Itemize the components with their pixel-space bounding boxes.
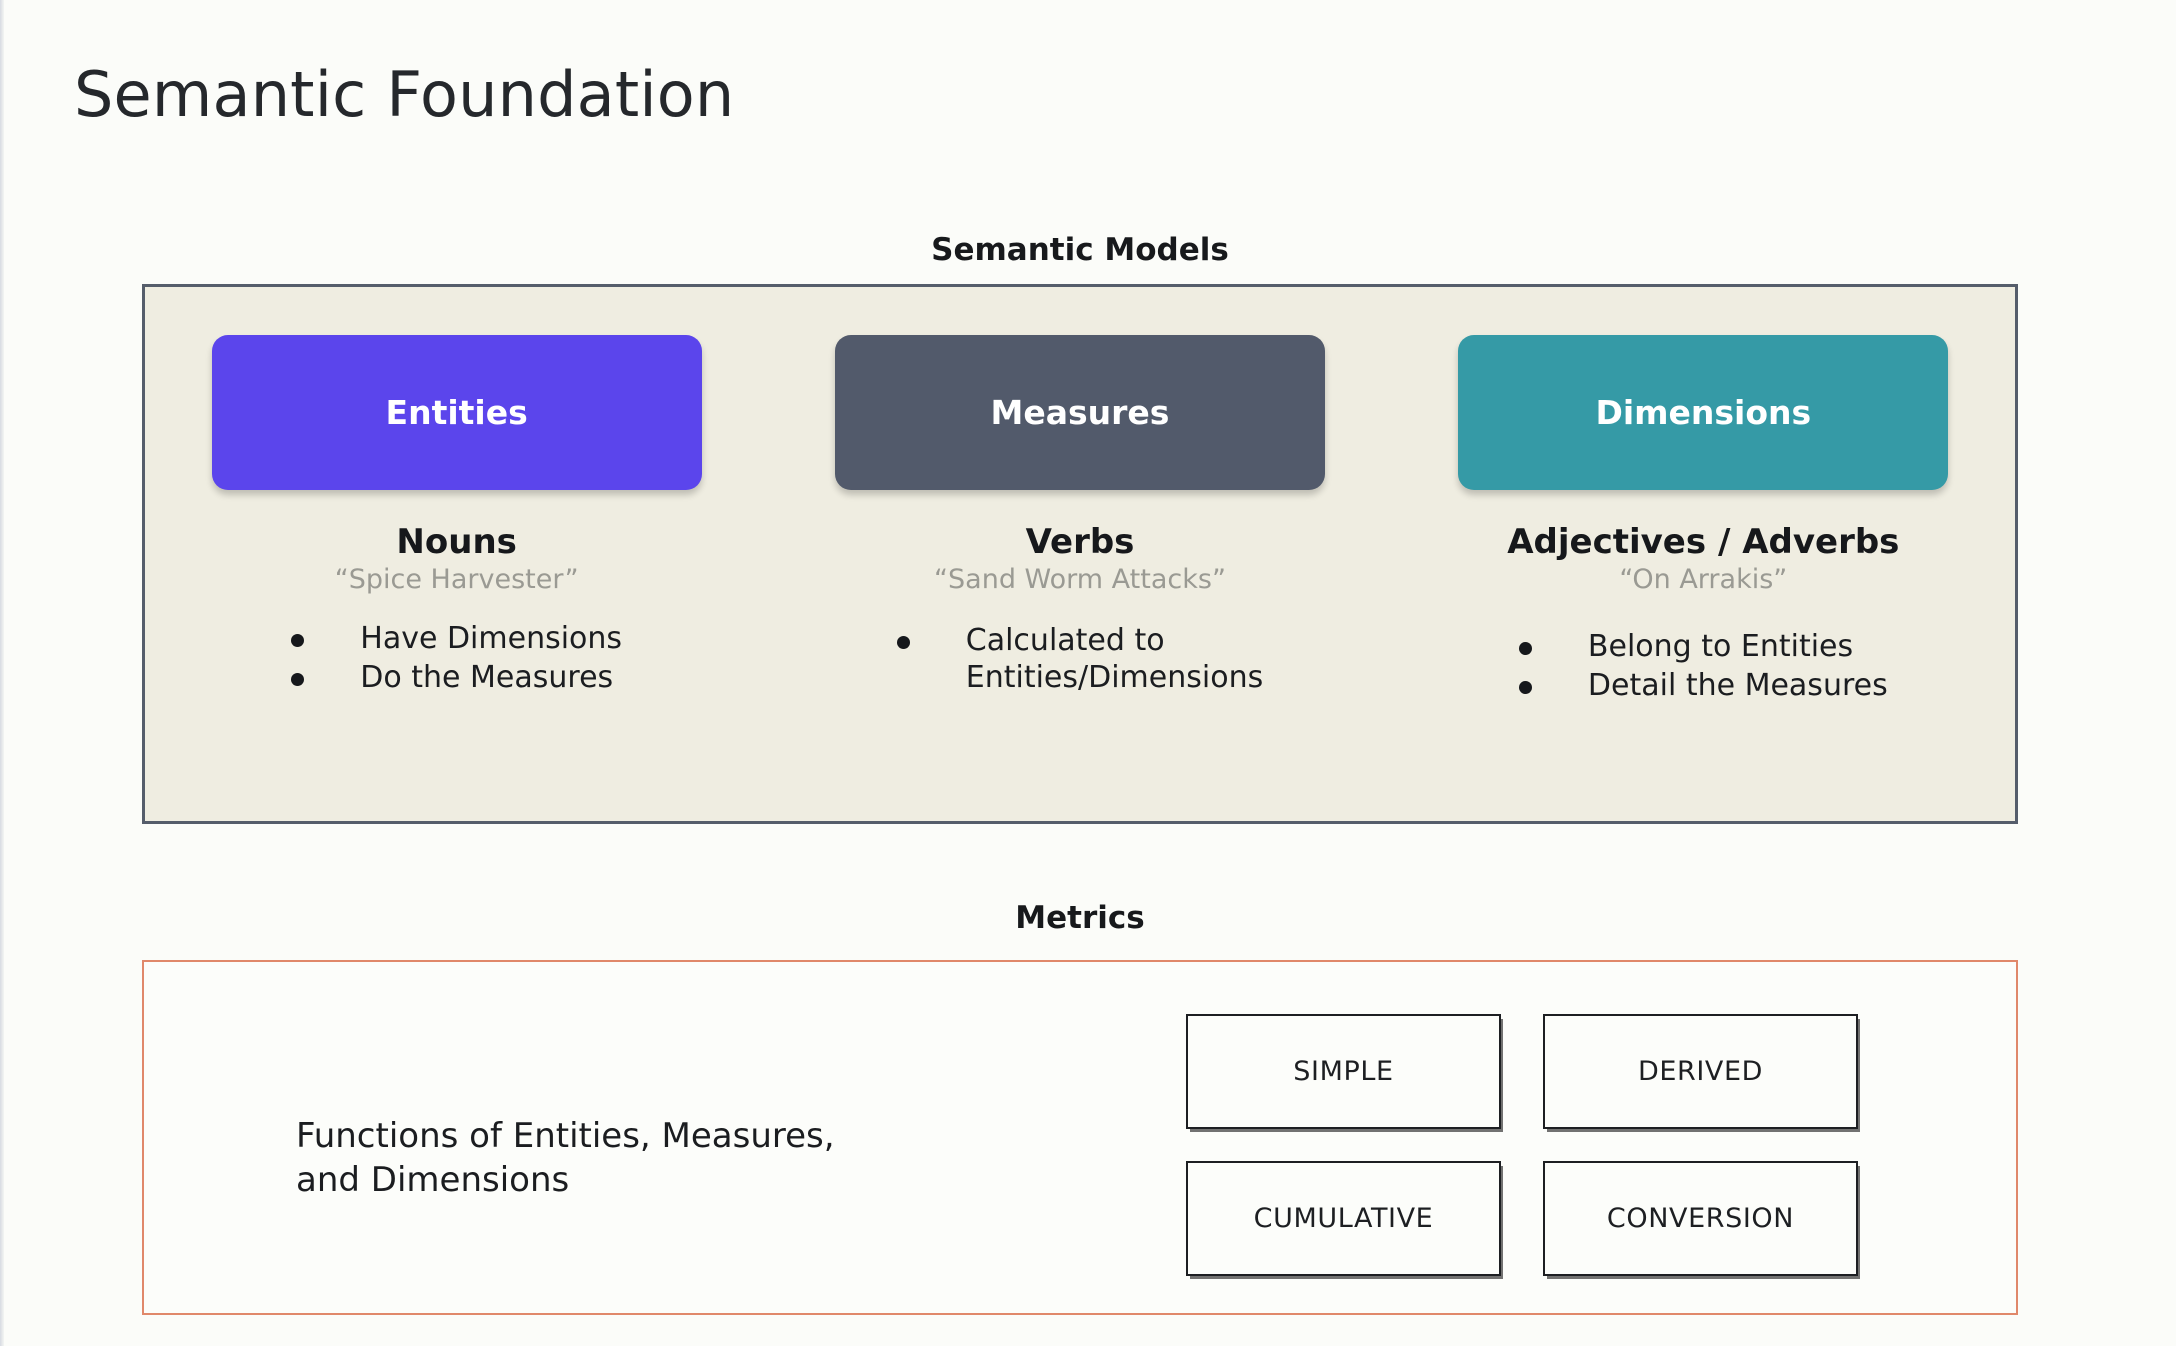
metric-type-derived[interactable]: DERIVED [1543,1014,1858,1129]
entities-pill[interactable]: Entities [211,335,702,490]
bullet-dot-icon [1518,642,1532,655]
measures-bullet-list: Calculated to Entities/Dimensions [896,623,1264,696]
page-title: Semantic Foundation [74,58,735,131]
metrics-panel: Functions of Entities, Measures, and Dim… [142,960,2018,1315]
measures-part-of-speech: Verbs [1025,522,1135,562]
bullet-dot-icon [896,636,910,649]
semantic-models-caption: Semantic Models [931,232,1229,268]
semantic-column-entities: Entities Nouns “Spice Harvester” Have Di… [145,287,768,821]
dimensions-part-of-speech: Adjectives / Adverbs [1507,522,1900,562]
list-item: Belong to Entities [1518,629,1888,666]
entities-bullet-2: Do the Measures [360,659,614,695]
dimensions-pill[interactable]: Dimensions [1458,335,1949,490]
measures-example: “Sand Worm Attacks” [934,564,1226,595]
semantic-column-measures: Measures Verbs “Sand Worm Attacks” Calcu… [768,287,1391,821]
list-item: Calculated to Entities/Dimensions [896,623,1264,696]
list-item: Have Dimensions [291,621,622,658]
metrics-description: Functions of Entities, Measures, and Dim… [296,1116,835,1201]
bullet-dot-icon [291,672,305,686]
entities-bullet-list: Have Dimensions Do the Measures [291,621,622,696]
measures-pill[interactable]: Measures [834,335,1325,490]
metric-type-cumulative[interactable]: CUMULATIVE [1186,1161,1501,1276]
metric-type-conversion[interactable]: CONVERSION [1543,1161,1858,1276]
metric-type-simple[interactable]: SIMPLE [1186,1014,1501,1129]
entities-bullet-1: Have Dimensions [360,621,623,656]
list-item: Do the Measures [291,660,622,697]
metrics-type-grid: SIMPLE DERIVED CUMULATIVE CONVERSION [1186,1014,1886,1276]
measures-bullet-1: Calculated to Entities/Dimensions [965,623,1264,695]
left-edge-gutter [0,0,4,1346]
bullet-dot-icon [291,634,305,647]
bullet-dot-icon [1518,680,1532,694]
dimensions-bullet-2: Detail the Measures [1587,667,1888,703]
semantic-models-columns: Entities Nouns “Spice Harvester” Have Di… [145,287,2015,821]
entities-example: “Spice Harvester” [334,564,579,595]
semantic-models-panel: Entities Nouns “Spice Harvester” Have Di… [142,284,2018,824]
metrics-caption: Metrics [1015,900,1145,936]
list-item: Detail the Measures [1518,667,1888,705]
dimensions-bullet-1: Belong to Entities [1587,629,1854,664]
semantic-column-dimensions: Dimensions Adjectives / Adverbs “On Arra… [1392,287,2015,821]
entities-part-of-speech: Nouns [396,522,517,562]
dimensions-bullet-list: Belong to Entities Detail the Measures [1518,629,1888,705]
dimensions-example: “On Arrakis” [1619,564,1788,595]
